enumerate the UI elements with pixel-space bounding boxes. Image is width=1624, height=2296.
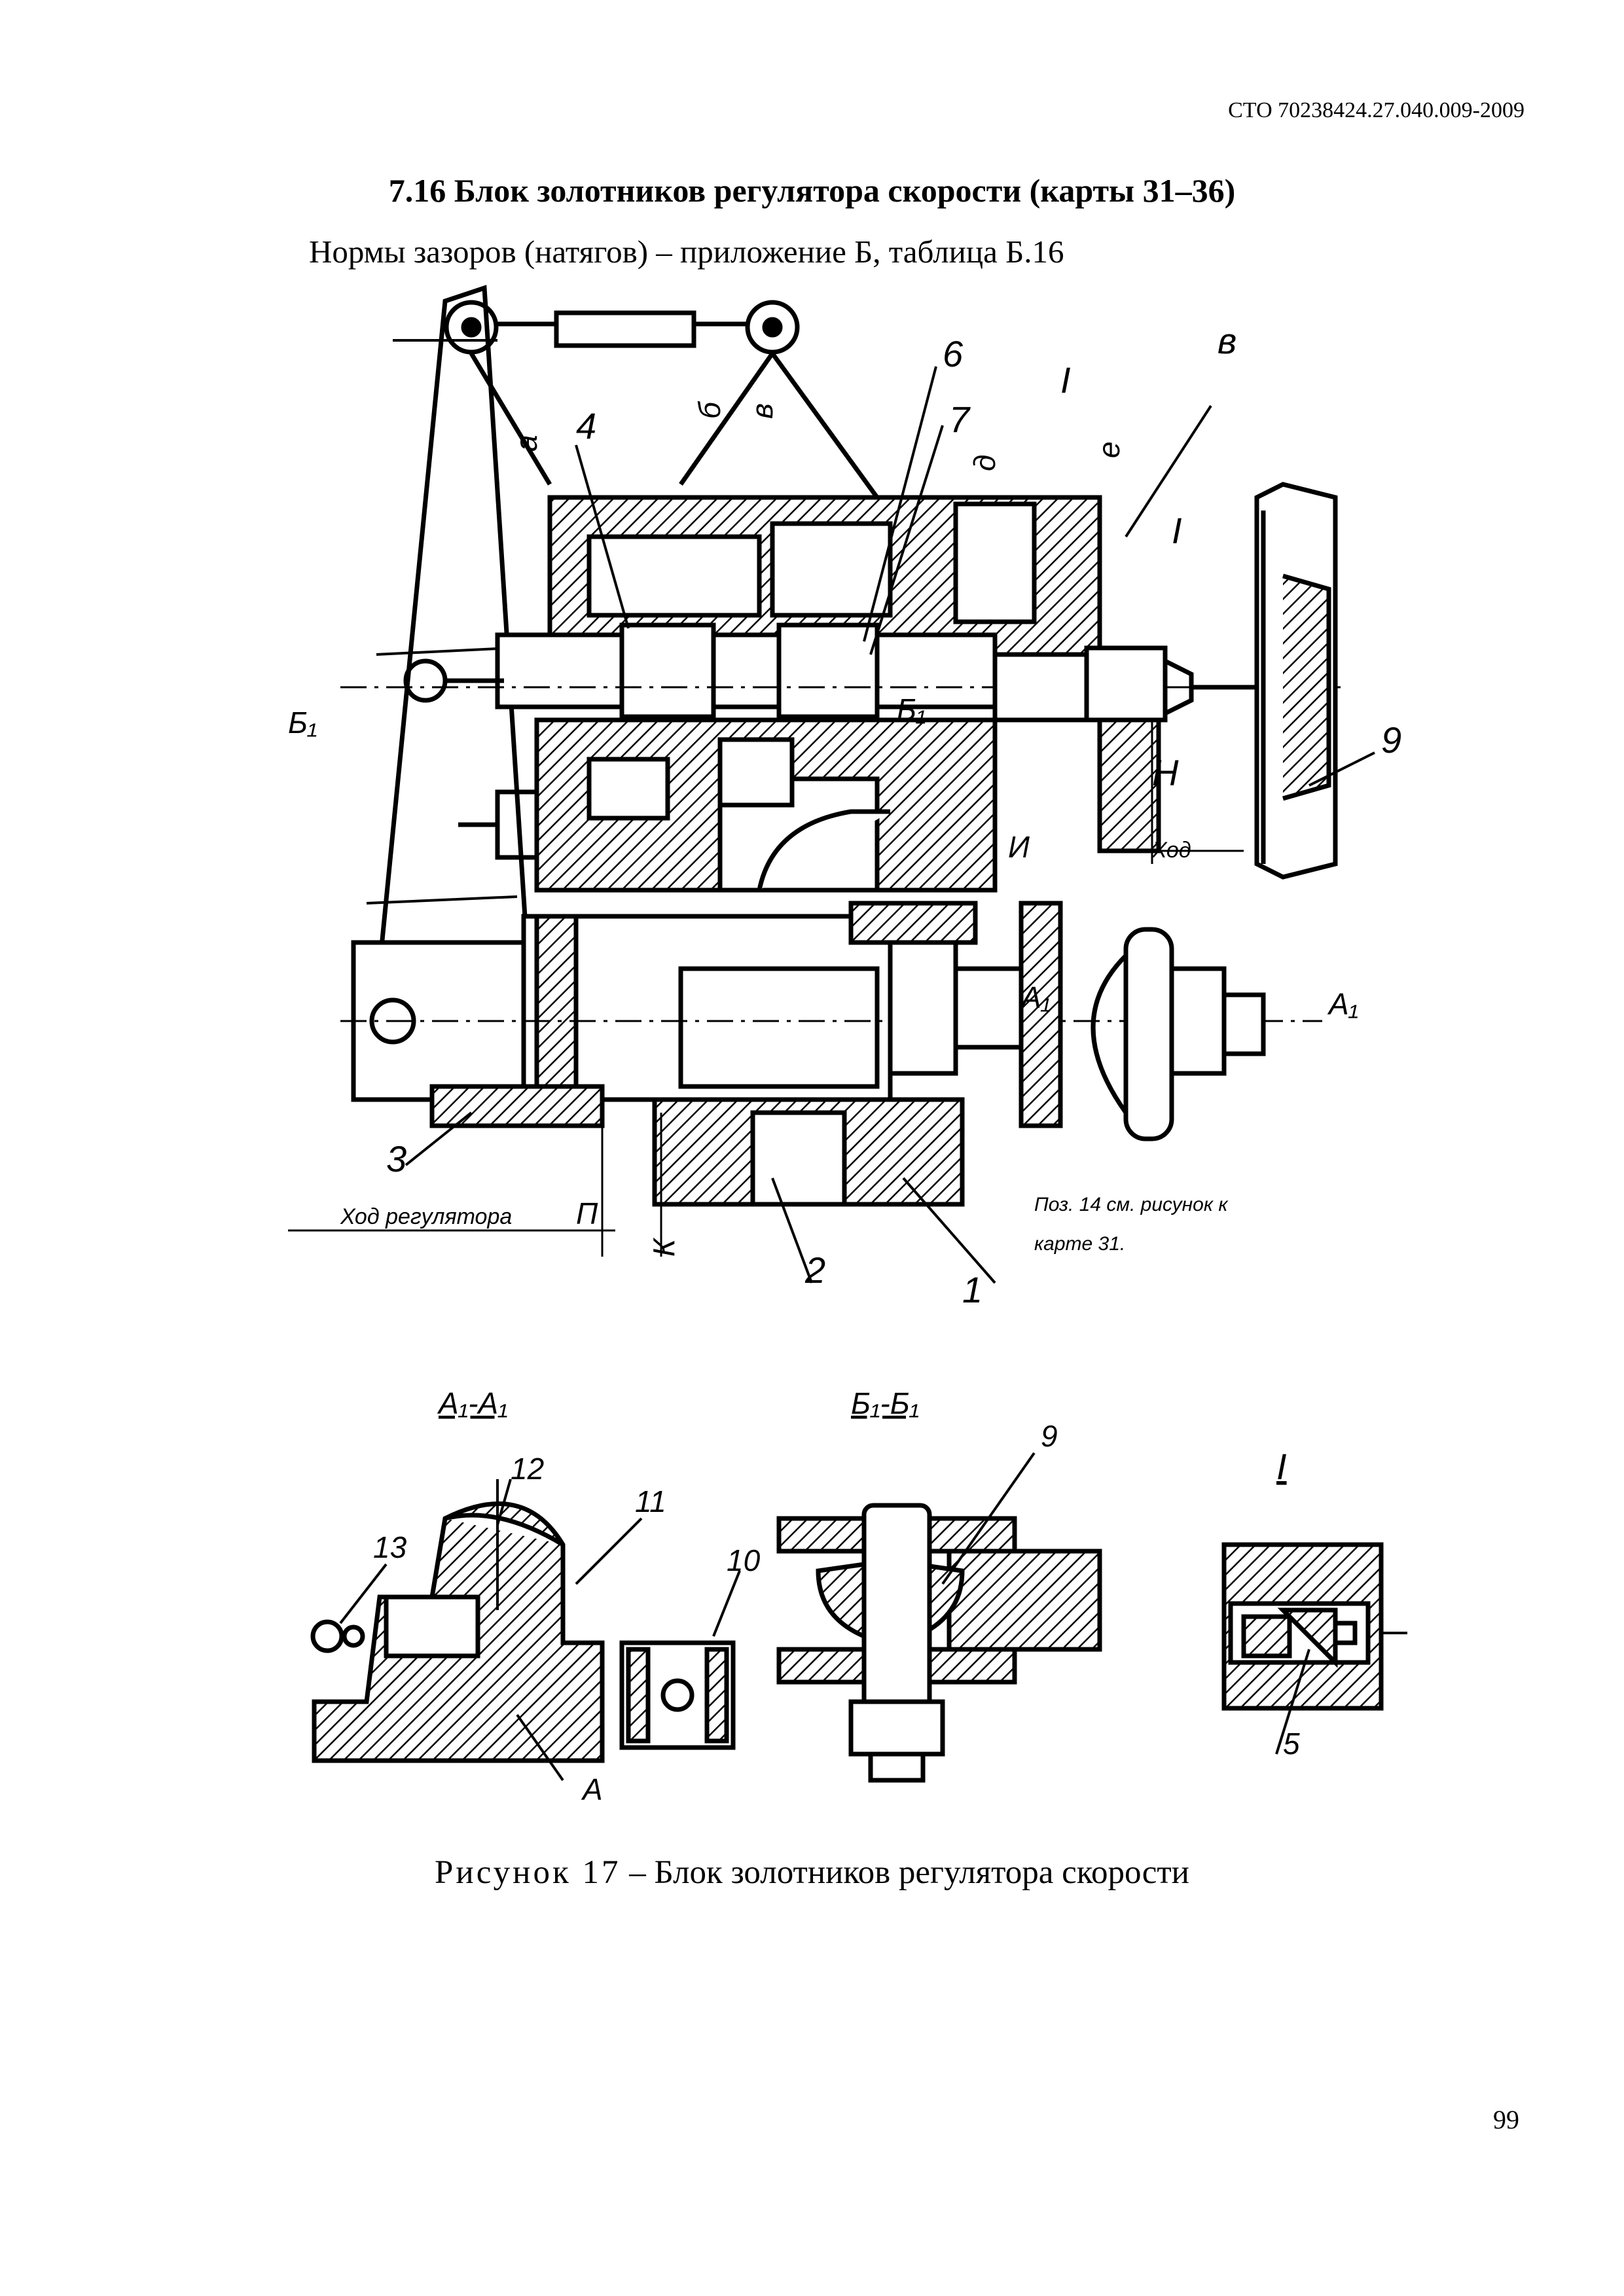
detail-view-roman: I 5 (1221, 1446, 1407, 1761)
label-k: К (647, 1237, 681, 1257)
section-title: 7.16 Блок золотников регулятора скорости… (388, 172, 1236, 209)
label-1: 1 (962, 1269, 983, 1310)
b1b1-title: Б₁-Б₁ (851, 1386, 919, 1420)
label-hod: Ход (1151, 838, 1191, 863)
label-4: 4 (576, 405, 596, 446)
a1a1-title: A₁-A₁ (437, 1386, 508, 1420)
a1a1-label-11: 11 (635, 1484, 666, 1518)
b1b1-label-9: 9 (1041, 1419, 1058, 1453)
a1a1-label-10: 10 (727, 1543, 761, 1577)
page-number: 99 (1493, 2105, 1519, 2134)
section-view-a1a1: A₁-A₁ 12 11 13 10 A (310, 1386, 761, 1806)
label-a1-right: A₁ (1327, 987, 1358, 1021)
section-view-b1b1: Б₁-Б₁ 9 (776, 1386, 1102, 1783)
section-subtitle: Нормы зазоров (натягов) – приложение Б, … (309, 234, 1064, 270)
document-code: СТО 70238424.27.040.009-2009 (1228, 98, 1525, 122)
main-assembly-drawing (288, 285, 1375, 1284)
label-b1-left: Б₁ (288, 706, 317, 740)
label-e: е (1092, 441, 1126, 458)
label-3: 3 (386, 1138, 406, 1179)
label-p: П (576, 1196, 598, 1230)
caption-prefix: Рисунок 17 (435, 1854, 621, 1891)
a1a1-label-a: A (581, 1772, 603, 1806)
note-line-2: карте 31. (1034, 1233, 1125, 1255)
label-roman1-small: I (1172, 510, 1182, 551)
label-9: 9 (1381, 719, 1401, 761)
a1a1-label-13: 13 (373, 1530, 407, 1564)
figure-caption: Рисунок 17 – Блок золотников регулятора … (0, 1854, 1624, 1892)
detail-title: I (1276, 1446, 1287, 1487)
note-line-1: Поз. 14 см. рисунок к (1034, 1194, 1229, 1215)
label-roman1-top: I (1060, 359, 1071, 401)
caption-text: – Блок золотников регулятора скорости (621, 1854, 1189, 1891)
label-a1-mid: A₁ (1019, 980, 1051, 1014)
label-v: в (745, 403, 779, 419)
label-a: а (509, 435, 543, 452)
detail-label-5: 5 (1283, 1727, 1300, 1761)
label-h: Н (1152, 752, 1179, 793)
label-i: И (1008, 830, 1030, 864)
label-6: 6 (943, 333, 964, 374)
label-b1-mid: Б₁ (897, 692, 926, 726)
label-v2: в (1218, 320, 1236, 361)
main-drawing-labels: а 4 б в 6 7 д I е в I Б₁ Б₁ Н 9 И Ход A₁… (288, 320, 1401, 1310)
label-2: 2 (804, 1249, 825, 1291)
label-hod-regulyatora: Ход регулятора (340, 1204, 512, 1229)
label-7: 7 (949, 399, 971, 440)
label-b: б (693, 401, 727, 419)
label-d: д (967, 455, 1001, 471)
a1a1-label-12: 12 (511, 1452, 544, 1486)
